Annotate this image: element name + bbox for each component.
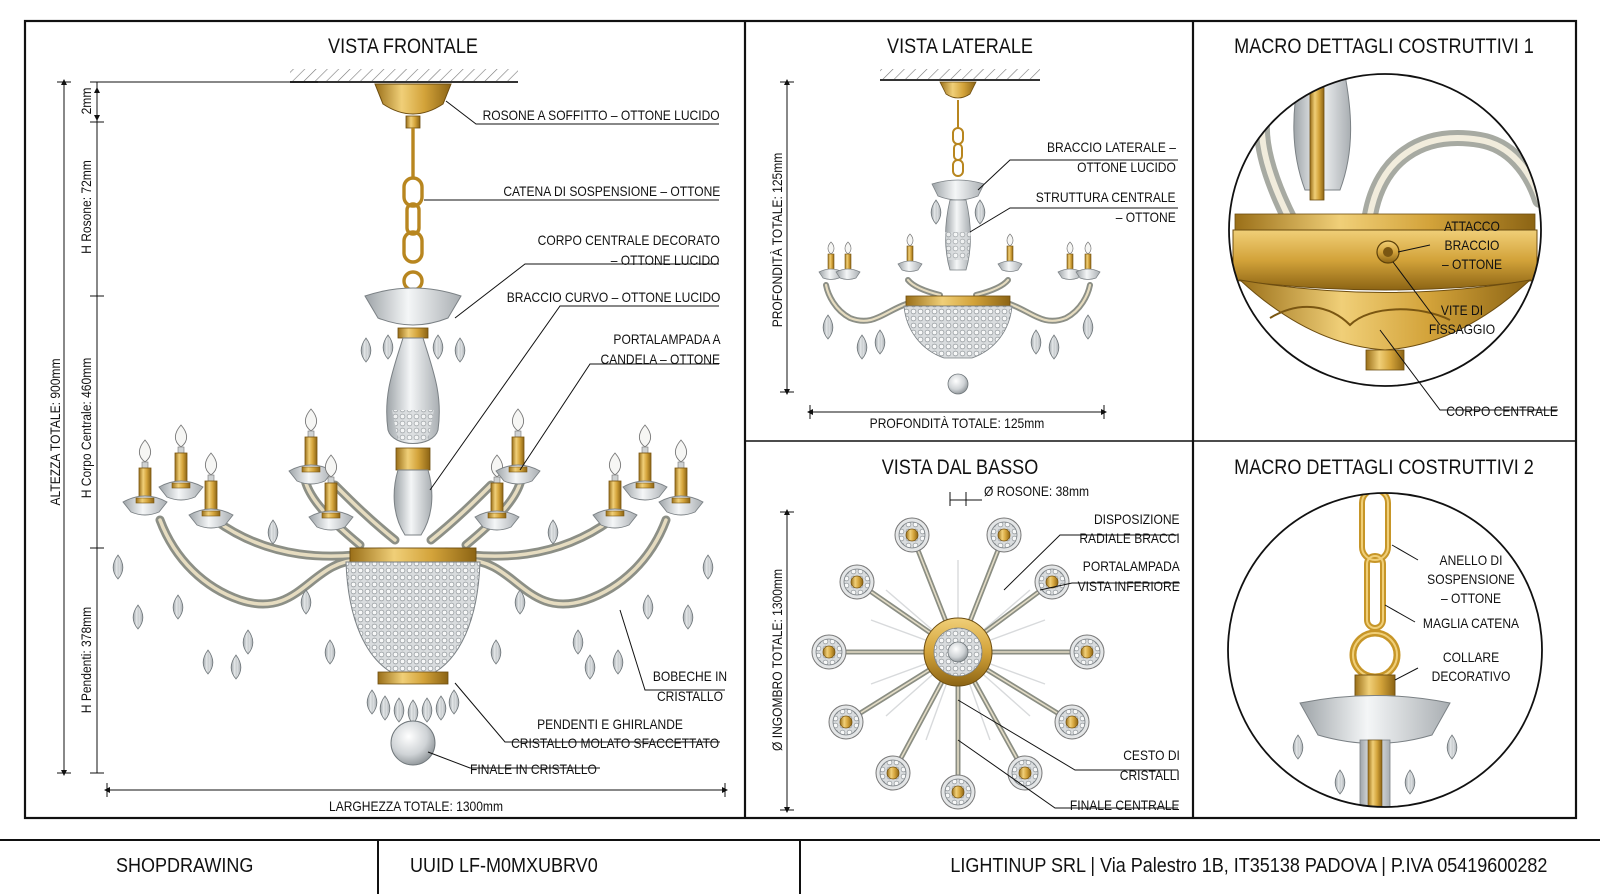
label-rosone: ROSONE A SOFFITTO – OTTONE LUCIDO <box>482 107 720 123</box>
footer-company: LIGHTINUP SRL | Via Palestro 1B, IT35138… <box>949 855 1547 877</box>
label-braccio-laterale-line2: OTTONE LUCIDO <box>1077 159 1176 175</box>
label-portalampada-inf-line1: PORTALAMPADA <box>1082 558 1180 574</box>
label-bobeche-line1: BOBECHE IN <box>652 668 728 684</box>
label-bobeche-line2: CRISTALLO <box>656 688 724 704</box>
label-braccio: BRACCIO CURVO – OTTONE LUCIDO <box>506 289 720 305</box>
label-portalampada-line2: CANDELA – OTTONE <box>600 351 720 367</box>
bottom-view-drawing <box>811 517 1105 810</box>
side-view-dimensions <box>780 79 1107 419</box>
bottom-view-title: VISTA DAL BASSO <box>881 456 1039 479</box>
label-attacco-line3: – OTTONE <box>1441 256 1502 272</box>
label-corpo-line2: – OTTONE LUCIDO <box>611 252 720 268</box>
drawing-frame <box>23 19 1578 820</box>
label-struttura-line2: – OTTONE <box>1116 209 1176 225</box>
bottom-view-dimensions <box>780 492 982 813</box>
front-view-leaders <box>424 100 725 769</box>
label-attacco-line2: BRACCIO <box>1444 237 1500 253</box>
title-block-lines <box>0 839 1600 894</box>
label-anello-line3: – OTTONE <box>1440 590 1501 606</box>
label-cesto-line1: CESTO DI <box>1123 747 1180 763</box>
side-view-drawing <box>818 69 1101 395</box>
label-attacco-line1: ATTACCO <box>1444 218 1500 234</box>
front-view-dimensions <box>57 79 728 797</box>
dim-rosone-diameter: Ø ROSONE: 38mm <box>984 483 1090 499</box>
front-view-title: VISTA FRONTALE <box>328 35 478 58</box>
macro-detail-2-leaders <box>1384 544 1419 681</box>
label-collare-line2: DECORATIVO <box>1431 668 1511 684</box>
dim-top-gap: 2mm <box>78 87 94 115</box>
label-pendenti-line2: CRISTALLO MOLATO SFACCETTATO <box>511 735 720 751</box>
macro-detail-1-title: MACRO DETTAGLI COSTRUTTIVI 1 <box>1234 35 1534 58</box>
dim-larghezza-totale: LARGHEZZA TOTALE: 1300mm <box>329 798 503 814</box>
dim-profondita-vertical: PROFONDITÀ TOTALE: 125mm <box>769 152 785 328</box>
label-catena: CATENA DI SOSPENSIONE – OTTONE <box>502 183 720 199</box>
dim-h-corpo: H Corpo Centrale: 460mm <box>78 357 94 499</box>
label-anello-line1: ANELLO DI <box>1439 552 1503 568</box>
footer-doc-type: SHOPDRAWING <box>116 855 254 877</box>
front-view-drawing <box>112 69 714 766</box>
label-disposizione-line2: RADIALE BRACCI <box>1079 530 1180 546</box>
label-struttura-line1: STRUTTURA CENTRALE <box>1036 189 1176 205</box>
label-disposizione-line1: DISPOSIZIONE <box>1094 511 1180 527</box>
macro-detail-1-leaders <box>1379 244 1558 411</box>
macro-detail-2-title: MACRO DETTAGLI COSTRUTTIVI 2 <box>1234 456 1534 479</box>
label-corpo-centrale: CORPO CENTRALE <box>1446 403 1558 419</box>
label-portalampada-inf-line2: VISTA INFERIORE <box>1077 578 1180 594</box>
dim-h-rosone: H Rosone: 72mm <box>78 160 94 254</box>
macro-detail-2-drawing <box>1227 492 1543 808</box>
dim-h-pendenti: H Pendenti: 378mm <box>78 606 94 714</box>
label-finale: FINALE IN CRISTALLO <box>470 761 597 777</box>
dim-ingombro-totale: Ø INGOMBRO TOTALE: 1300mm <box>769 569 785 751</box>
label-vite-line2: FISSAGGIO <box>1428 321 1496 337</box>
bottom-view-leaders <box>957 534 1180 809</box>
label-cesto-line2: CRISTALLI <box>1120 767 1180 783</box>
label-pendenti-line1: PENDENTI E GHIRLANDE <box>537 716 683 732</box>
label-maglia-catena: MAGLIA CATENA <box>1422 615 1520 631</box>
label-braccio-laterale-line1: BRACCIO LATERALE – <box>1047 139 1176 155</box>
label-anello-line2: SOSPENSIONE <box>1427 571 1515 587</box>
footer-uuid: UUID LF-M0MXUBRV0 <box>410 855 598 877</box>
label-corpo-line1: CORPO CENTRALE DECORATO <box>537 232 720 248</box>
dim-profondita-horizontal: PROFONDITÀ TOTALE: 125mm <box>869 415 1045 431</box>
label-finale-centrale: FINALE CENTRALE <box>1070 797 1180 813</box>
macro-detail-1-drawing <box>1228 73 1542 387</box>
side-view-title: VISTA LATERALE <box>887 35 1033 58</box>
dim-altezza-totale: ALTEZZA TOTALE: 900mm <box>47 358 63 506</box>
label-portalampada-line1: PORTALAMPADA A <box>612 331 720 347</box>
label-vite-line1: VITE DI <box>1440 302 1484 318</box>
side-view-leaders <box>969 159 1178 233</box>
label-collare-line1: COLLARE <box>1442 649 1500 665</box>
